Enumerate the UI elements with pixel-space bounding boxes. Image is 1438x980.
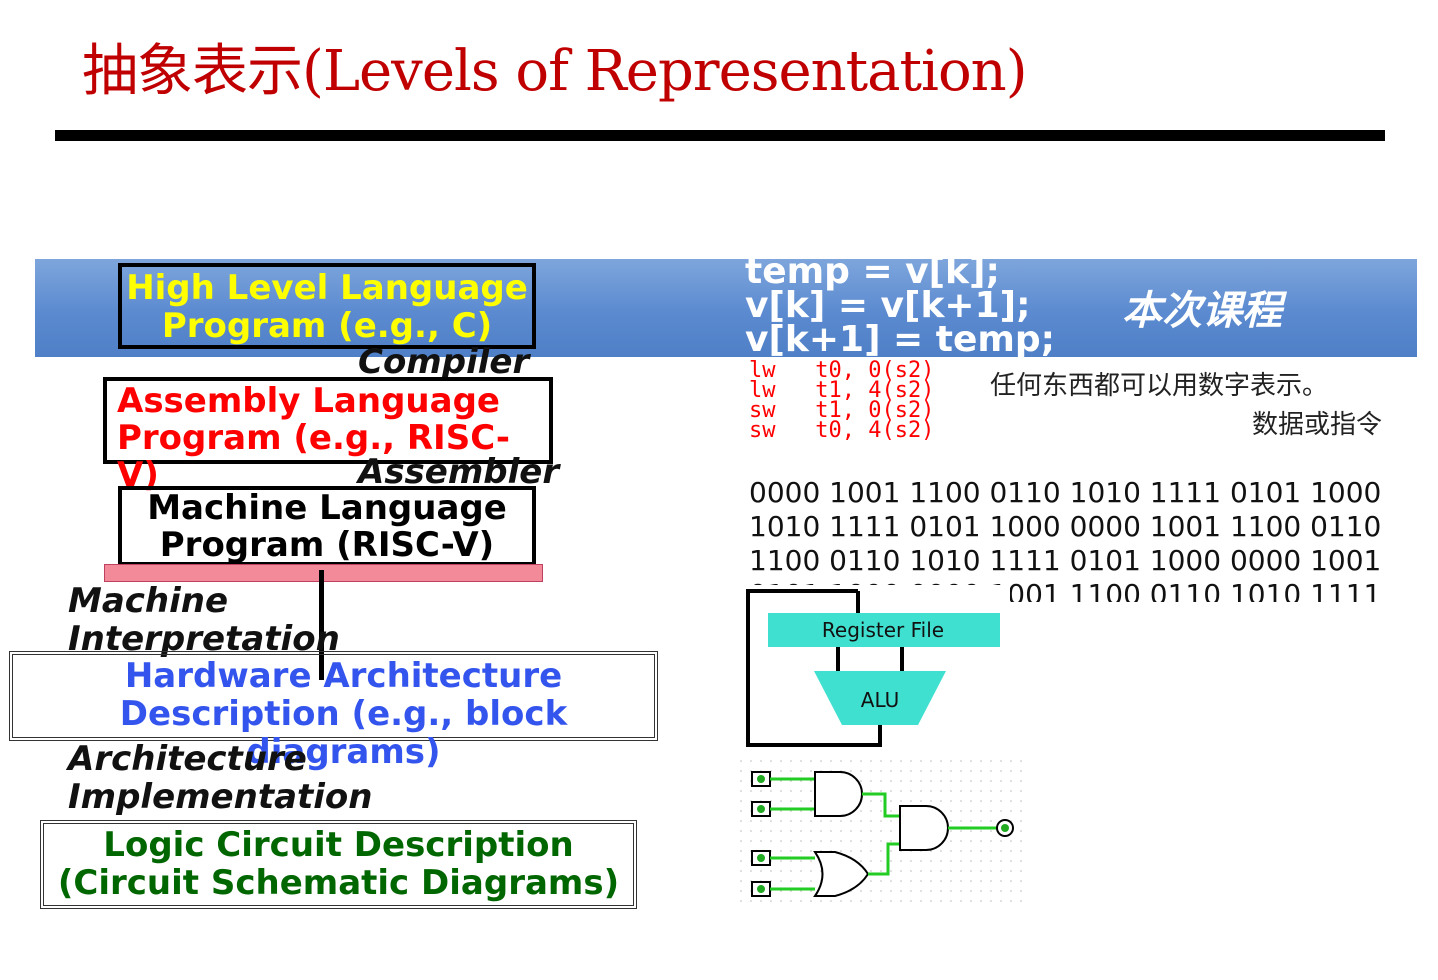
wire (862, 792, 900, 818)
input-pin-state (757, 885, 765, 893)
datapath-diagram: Register File ALU (740, 585, 1010, 755)
page-title: 抽象表示(Levels of Representation) (82, 39, 1028, 104)
input-pin-state (757, 805, 765, 813)
assembly-code-block: lw t0, 0(s2)lw t1, 4(s2)sw t1, 0(s2)sw t… (749, 358, 935, 443)
input-pin-state (757, 775, 765, 783)
high-level-language-box: High Level Language Program (e.g., C) (118, 263, 536, 349)
asm-line: sw t0, 4(s2) (749, 418, 935, 443)
note-line-2: 数据或指令 (1252, 410, 1383, 440)
code-line: v[k+1] = temp; (745, 319, 1056, 360)
and-gate (814, 771, 863, 817)
connector-line (319, 570, 324, 680)
asm-line: sw t1, 0(s2) (749, 398, 935, 423)
feedback-wire (746, 589, 882, 747)
logic-circuit-box: Logic Circuit Description (Circuit Schem… (40, 820, 637, 909)
asm-line: lw t0, 0(s2) (749, 358, 935, 383)
register-file-label: Register File (822, 618, 944, 642)
register-file-block (768, 613, 1000, 647)
course-label: 本次课程 (1122, 287, 1282, 334)
and-gate (899, 805, 949, 851)
or-gate (813, 851, 870, 897)
title-divider (55, 130, 1385, 141)
grid-background (740, 760, 1030, 910)
hardware-architecture-box: Hardware Architecture Description (e.g.,… (9, 651, 658, 771)
output-pin-state (1001, 824, 1009, 832)
machine-language-box: Machine Language Program (RISC-V) (118, 486, 536, 566)
architecture-implementation-label: Architecture Implementation (68, 739, 373, 817)
input-pin-state (757, 854, 765, 862)
assembler-label: Assembler (358, 452, 560, 492)
binary-line: 1010 1111 0101 1000 0000 1001 1100 0110 (749, 510, 1382, 543)
machine-interpretation-label: Machine Interpretation (68, 581, 340, 659)
alu-block (814, 671, 946, 725)
binary-line: 0000 1001 1100 0110 1010 1111 0101 1000 (749, 476, 1382, 509)
highlight-band (35, 259, 1417, 357)
alu-label: ALU (861, 688, 899, 712)
asm-line: lw t1, 4(s2) (749, 378, 935, 403)
assembly-language-box: Assembly Language Program (e.g., RISC-V) (103, 377, 553, 494)
logic-schematic (740, 760, 1030, 910)
note-line-1: 任何东西都可以用数字表示。 (990, 371, 1329, 401)
wire (868, 842, 900, 876)
compiler-label: Compiler (358, 342, 530, 382)
c-code-block: temp = v[k];v[k] = v[k+1];v[k+1] = temp; (745, 251, 1056, 360)
code-line: temp = v[k]; (745, 251, 1000, 292)
hardware-architecture-text: Hardware Architecture Description (e.g.,… (119, 656, 568, 772)
binary-line: 1100 0110 1010 1111 0101 1000 0000 1001 (749, 544, 1382, 577)
datapath-background (740, 585, 1010, 755)
code-line: v[k] = v[k+1]; (745, 285, 1031, 326)
